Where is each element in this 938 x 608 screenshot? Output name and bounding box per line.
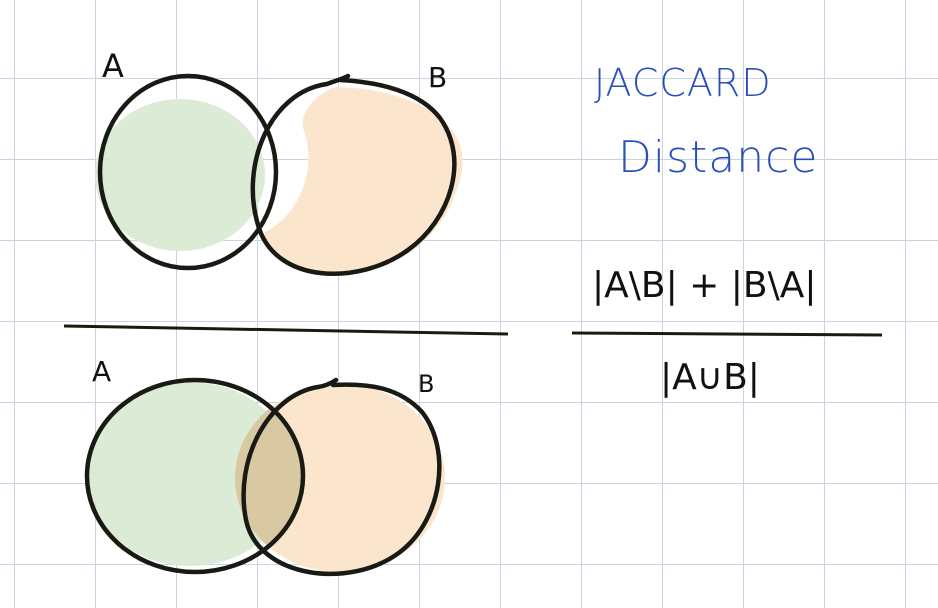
bottom-venn-diagram: [84, 377, 445, 577]
title-line2: Distance: [618, 132, 819, 183]
top-set-a-fill: [95, 99, 265, 251]
bottom-set-b-label: B: [418, 370, 435, 398]
bottom-set-b-outline: [241, 377, 442, 577]
top-set-b-label: B: [428, 61, 448, 94]
fraction-bar: [571, 331, 883, 337]
divider-line: [63, 324, 509, 336]
top-set-b-fill: [264, 87, 463, 277]
bottom-set-a-fill: [85, 382, 295, 566]
top-set-a-label: A: [102, 47, 124, 85]
bottom-set-a-label: A: [92, 355, 112, 388]
formula-denominator: |A∪B|: [660, 357, 760, 398]
top-set-b-outline: [250, 73, 457, 276]
formula-numerator: |A\B| + |B\A|: [592, 265, 817, 306]
bottom-set-a-outline: [84, 377, 306, 575]
title-line1: JACCARD: [594, 61, 772, 105]
top-set-a-outline: [97, 73, 279, 271]
top-venn-diagram: [95, 73, 463, 277]
